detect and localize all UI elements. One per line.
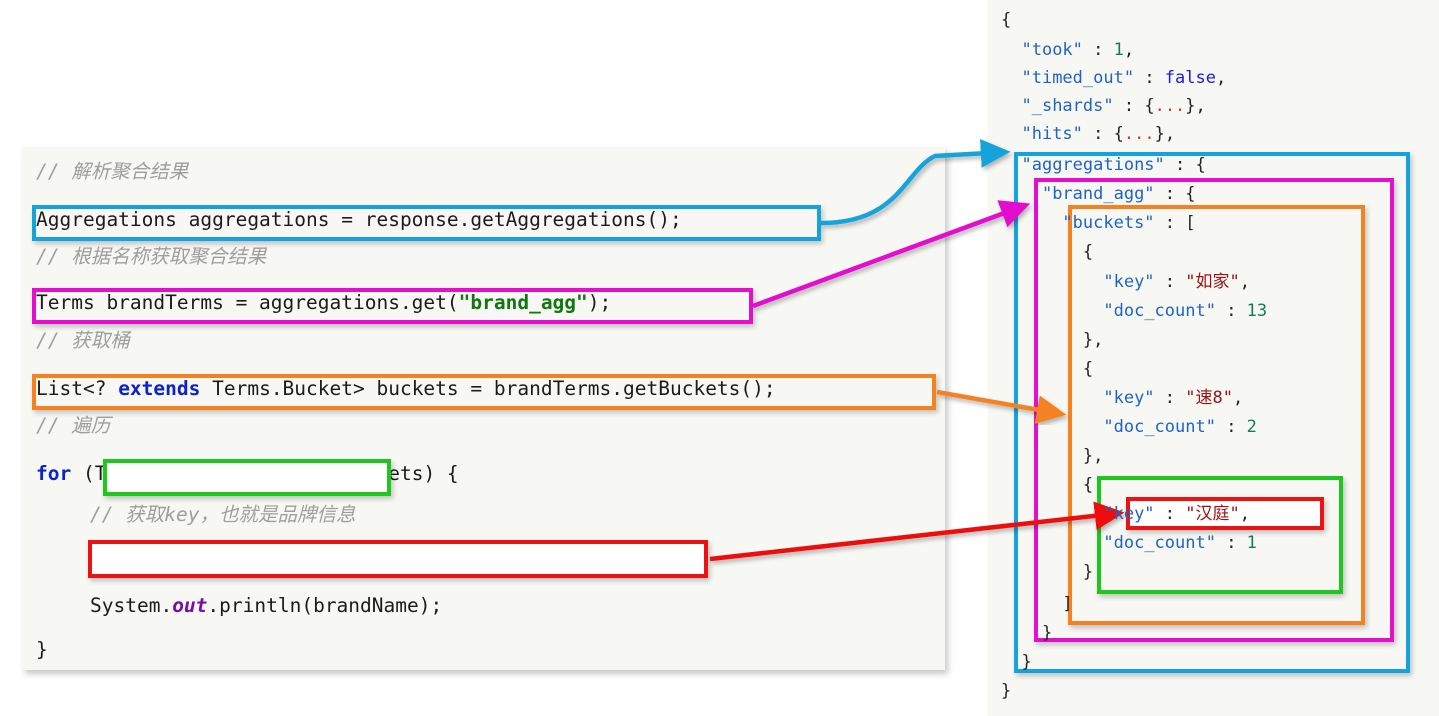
code-frag-println: .println(brandName);: [207, 594, 443, 617]
code-frag-terms-post: );: [587, 291, 612, 314]
code-line-get-aggregations: Aggregations aggregations = response.get…: [36, 208, 682, 231]
code-comment-get-key: // 获取key，也就是品牌信息: [90, 503, 356, 526]
json-line-buckets-close: ]: [1062, 594, 1073, 614]
json-line-brand-agg-close: }: [1041, 623, 1053, 643]
json-line-bucket2-close: }: [1082, 562, 1094, 582]
json-line-took: "took" : 1,: [1021, 40, 1135, 60]
json-line-shards: "_shards" : {...},: [1021, 96, 1206, 116]
code-comment-parse-aggregation: // 解析聚合结果: [36, 160, 189, 183]
code-line-println: System.out.println(brandName);: [90, 595, 442, 617]
code-comment-get-buckets: // 获取桶: [36, 329, 130, 352]
code-frag-for-paren: (: [71, 462, 95, 485]
code-panel: // 解析聚合结果 Aggregations aggregations = re…: [22, 147, 945, 670]
code-frag-system: System.: [90, 594, 173, 617]
code-field-out: out: [172, 594, 208, 617]
json-line-root-open: {: [1001, 10, 1012, 30]
json-line-root-close: }: [1001, 681, 1012, 701]
code-frag-list-pre: List<?: [36, 377, 119, 400]
json-line-aggregations: "aggregations" : {: [1021, 155, 1206, 175]
code-string-brand-agg: "brand_agg": [458, 291, 588, 314]
json-line-bucket0-close: },: [1082, 330, 1104, 350]
code-comment-get-by-name: // 根据名称获取聚合结果: [36, 245, 267, 268]
json-line-aggregations-close: }: [1021, 652, 1032, 672]
json-line-bucket1-key: "key" : "速8",: [1103, 388, 1244, 408]
code-frag-bucket-decl: Terms.Bucket bucket: [94, 462, 318, 485]
code-keyword-extends: extends: [118, 377, 201, 400]
code-line-close-brace: }: [36, 638, 48, 661]
code-line-for-loop: for (Terms.Bucket bucket: buckets) {: [36, 463, 459, 485]
json-line-bucket1-close: },: [1082, 446, 1104, 466]
json-line-hits: "hits" : {...},: [1021, 124, 1176, 144]
code-frag-terms-pre: Terms brandTerms = aggregations.get(: [36, 291, 459, 314]
code-frag-list-post: Terms.Bucket> buckets = brandTerms.getBu…: [200, 377, 776, 400]
json-line-bucket2-key: "key" : "汉庭",: [1103, 504, 1250, 524]
code-keyword-for: for: [36, 462, 72, 485]
json-line-bucket0-key: "key" : "如家",: [1103, 272, 1250, 292]
json-line-bucket2-count: "doc_count" : 1: [1103, 533, 1257, 553]
json-line-bucket0-open: {: [1082, 242, 1094, 262]
code-frag-for-post: : buckets) {: [317, 462, 459, 485]
json-line-timed-out: "timed_out" : false,: [1021, 68, 1227, 88]
json-line-bucket1-count: "doc_count" : 2: [1103, 417, 1257, 437]
json-line-bucket0-count: "doc_count" : 13: [1103, 301, 1268, 321]
json-line-buckets: "buckets" : [: [1062, 213, 1196, 233]
code-line-buckets-list: List<? extends Terms.Bucket> buckets = b…: [36, 378, 776, 400]
json-line-bucket1-open: {: [1082, 359, 1094, 379]
code-comment-iterate: // 遍历: [36, 414, 111, 437]
code-line-brand-terms: Terms brandTerms = aggregations.get("bra…: [36, 292, 611, 314]
json-line-brand-agg: "brand_agg" : {: [1041, 184, 1196, 204]
json-line-bucket2-open: {: [1082, 475, 1094, 495]
code-line-brand-name: String brandName = bucket.getKeyAsString…: [90, 546, 595, 569]
